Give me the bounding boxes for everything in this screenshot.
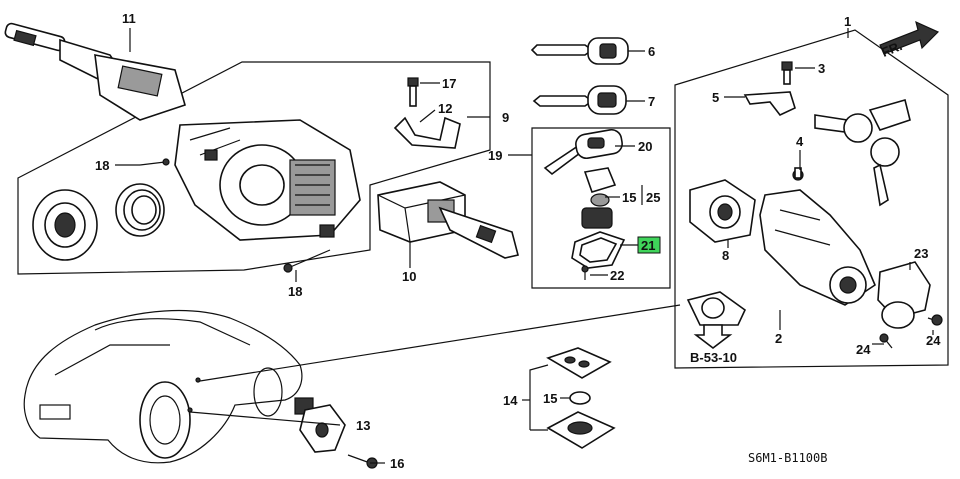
callout-24-left: 24 xyxy=(856,342,871,357)
callout-labels: 1 2 3 4 5 6 7 8 9 10 11 12 13 14 15 15 1… xyxy=(95,11,941,471)
steering-lock-assembly-2 xyxy=(759,189,876,306)
callout-23: 23 xyxy=(914,246,928,261)
callout-17: 17 xyxy=(442,76,456,91)
reference-label: B-53-10 xyxy=(690,350,737,365)
callout-1: 1 xyxy=(844,14,851,29)
callout-18-lower: 18 xyxy=(288,284,302,299)
callout-6: 6 xyxy=(648,44,655,59)
screw-18-upper xyxy=(139,158,170,166)
combination-switch-body-9 xyxy=(174,119,361,241)
callout-13: 13 xyxy=(356,418,370,433)
callout-5: 5 xyxy=(712,90,719,105)
highlight-21 xyxy=(637,236,661,254)
vehicle-outline xyxy=(23,309,303,464)
key-7 xyxy=(532,85,627,115)
screw-22 xyxy=(581,265,589,280)
callout-20: 20 xyxy=(638,139,652,154)
callout-19: 19 xyxy=(488,148,502,163)
callout-11: 11 xyxy=(122,11,136,26)
bolt-16 xyxy=(347,454,378,469)
combination-switch-lever-11 xyxy=(4,22,186,121)
bolt-4 xyxy=(792,167,804,181)
spring-rings xyxy=(115,183,165,237)
cylinder-b53 xyxy=(686,291,747,326)
clamp-5 xyxy=(743,91,796,116)
callout-22: 22 xyxy=(610,268,624,283)
key-6 xyxy=(530,37,629,65)
callout-21: 21 xyxy=(641,238,655,253)
transponder-parts xyxy=(581,167,617,229)
callout-7: 7 xyxy=(648,94,655,109)
callout-24-right: 24 xyxy=(926,333,941,348)
callout-4: 4 xyxy=(796,134,804,149)
leader-lines xyxy=(115,28,934,464)
callout-3: 3 xyxy=(818,61,825,76)
button-15-lower xyxy=(569,391,591,405)
lock-cylinder-8 xyxy=(689,179,756,243)
cable-reel xyxy=(32,189,98,261)
callout-25: 25 xyxy=(646,190,660,205)
callout-18-upper: 18 xyxy=(95,158,109,173)
wiper-switch-10 xyxy=(377,181,519,259)
callout-15-key: 15 xyxy=(622,190,636,205)
screw-24-right xyxy=(927,314,943,326)
callout-14: 14 xyxy=(503,393,518,408)
callout-16: 16 xyxy=(390,456,404,471)
bolt-3 xyxy=(781,61,793,85)
ignition-keys xyxy=(814,99,911,207)
keypad-cover-14-bottom xyxy=(546,411,616,449)
bolt-17 xyxy=(407,77,419,107)
keypad-cover-14-top xyxy=(546,347,612,379)
switch-13 xyxy=(294,397,346,453)
group-frames xyxy=(17,29,949,369)
arrow-down xyxy=(693,324,733,350)
callout-15-keypad: 15 xyxy=(543,391,557,406)
callout-12: 12 xyxy=(438,101,452,116)
bracket-12 xyxy=(393,116,461,149)
front-direction-marker xyxy=(879,20,940,55)
key-20 xyxy=(543,128,623,176)
callout-10: 10 xyxy=(402,269,416,284)
callout-2: 2 xyxy=(775,331,782,346)
switch-23 xyxy=(877,261,931,329)
front-marker-label: FR. xyxy=(879,38,904,60)
callout-9: 9 xyxy=(502,110,509,125)
key-cover-21 xyxy=(571,231,626,269)
screw-18-lower xyxy=(283,249,331,273)
callout-8: 8 xyxy=(722,248,729,263)
screw-24-left xyxy=(879,333,893,349)
diagram-code: S6M1-B1100B xyxy=(748,451,827,465)
